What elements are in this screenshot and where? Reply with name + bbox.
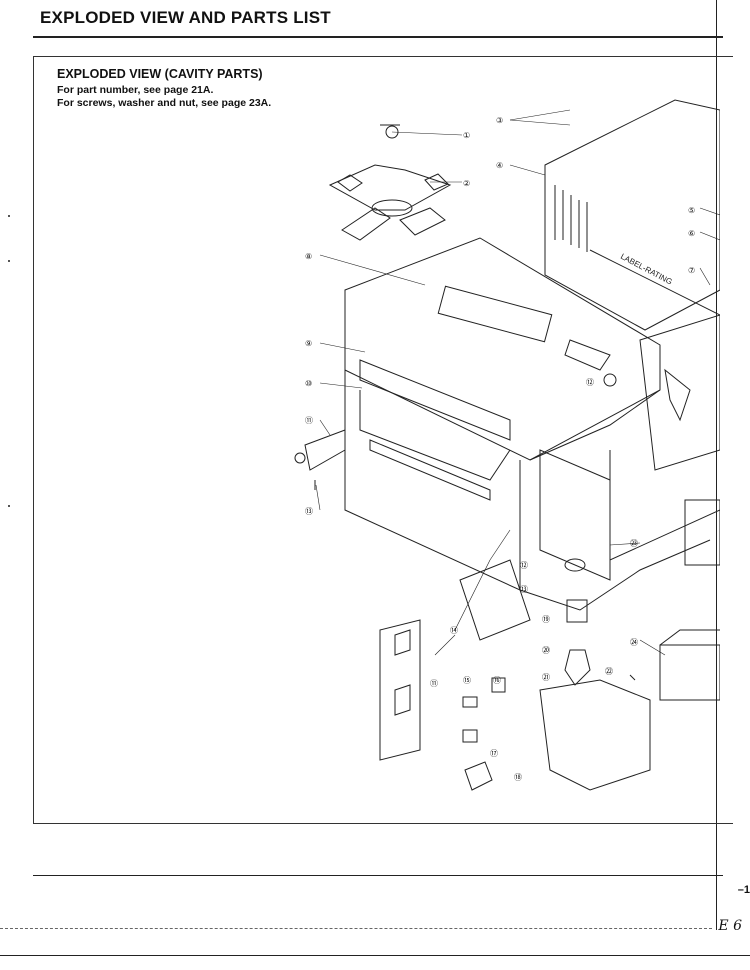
callout-1: ① [463,131,470,140]
section-title: EXPLODED VIEW (CAVITY PARTS) [57,67,263,81]
callout-15: ⑮ [463,676,471,685]
callout-14: ⑭ [450,626,458,635]
turntable-support [328,124,452,241]
page-title: EXPLODED VIEW AND PARTS LIST [40,8,331,27]
oven-cavity [344,237,720,611]
callout-2: ② [463,179,470,188]
callout-21: ㉑ [542,673,550,682]
exploded-view-diagram: LABEL-RATING ① ② ③ ④ ⑤ ⑥ ⑦ ⑧ ⑨ ⑩ ⑪ ⑫ ⑬ ⑫… [294,99,720,791]
callout-13: ⑬ [305,507,313,516]
callout-9: ⑨ [305,339,312,348]
callout-13b: ⑬ [520,585,528,594]
callout-12: ⑫ [586,378,594,387]
callout-10: ⑩ [305,379,312,388]
callout-7: ⑦ [688,266,695,275]
callout-11b: ⑪ [430,679,438,688]
callout-20: ⑳ [542,646,550,655]
bottom-dotted-rule [0,928,712,929]
callout-5: ⑤ [688,206,695,215]
callout-22: ㉒ [605,667,613,676]
left-margin-mark [8,215,10,217]
callout-23: ㉓ [630,539,638,548]
callout-18: ⑱ [514,773,522,782]
callout-16: ⑯ [493,676,501,685]
left-margin-mark [8,260,10,262]
left-margin-mark [8,505,10,507]
note-screws: For screws, washer and nut, see page 23A… [57,97,272,109]
right-margin-rule [716,0,717,930]
page-number: –1 [737,884,750,896]
callout-4: ④ [496,161,503,170]
label-rating-text: LABEL-RATING [619,252,674,287]
note-part-number: For part number, see page 21A. [57,84,214,96]
callout-6: ⑥ [688,229,695,238]
handwritten-mark: E 6 [718,918,742,934]
callout-17: ⑰ [490,749,498,758]
diagram-panel [33,56,733,824]
header-rule [33,36,723,38]
bottom-rule [0,955,750,956]
callout-11: ⑪ [305,416,313,425]
callout-24: ㉔ [630,638,638,647]
callout-12b: ⑫ [520,561,528,570]
callout-3: ③ [496,116,503,125]
outer-case [544,99,720,331]
footer-rule [33,875,723,876]
callout-8: ⑧ [305,252,312,261]
callout-19: ⑲ [542,615,550,624]
